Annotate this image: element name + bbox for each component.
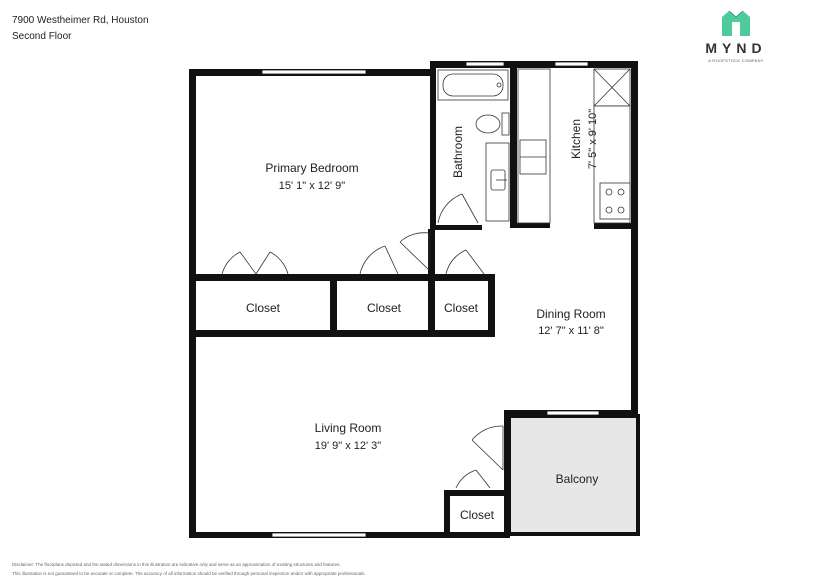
bathroom-fixtures [437, 69, 510, 222]
door-bedroom-closet-left [221, 251, 289, 275]
room-closet-2-name: Closet [367, 301, 402, 315]
room-primary-bedroom-name: Primary Bedroom [265, 161, 358, 175]
mynd-logo: MYND A ROOFSTOCK COMPANY [705, 10, 766, 63]
floor-label: Second Floor [12, 31, 72, 42]
room-closet-3-name: Closet [444, 301, 479, 315]
vanity-sink-icon [485, 142, 510, 222]
logo-brand: MYND [705, 40, 766, 56]
room-bathroom-name: Bathroom [451, 126, 465, 178]
door-bedroom-closet-middle [359, 245, 399, 275]
doors [221, 193, 504, 489]
refrigerator-icon [593, 68, 631, 107]
room-primary-bedroom-dims: 15' 1" x 12' 9" [279, 180, 346, 192]
windows [261, 61, 600, 538]
bathtub-icon [437, 69, 509, 101]
disclaimer-line-1: Disclaimer: The floorplans depicted and … [12, 562, 341, 567]
kitchen-sink-icon [519, 139, 547, 175]
property-address: 7900 Westheimer Rd, Houston [12, 15, 149, 26]
room-dining-room-dims: 12' 7" x 11' 8" [538, 325, 604, 337]
stove-icon [599, 182, 631, 220]
door-closet-right [445, 249, 485, 275]
room-living-room-name: Living Room [315, 421, 382, 435]
interior-walls [189, 68, 638, 538]
room-kitchen-name: Kitchen [569, 119, 583, 159]
door-closet-bottom [455, 469, 491, 489]
toilet-icon [475, 112, 510, 136]
room-balcony-name: Balcony [556, 472, 599, 486]
logo-tagline: A ROOFSTOCK COMPANY [708, 58, 764, 63]
door-bathroom [437, 193, 479, 224]
door-living-entry [471, 425, 504, 471]
house-logo-icon [722, 10, 750, 36]
room-living-room-dims: 19' 9" x 12' 3" [315, 440, 382, 452]
disclaimer-line-2: This illustration is not guaranteed to b… [12, 571, 366, 576]
room-closet-1-name: Closet [246, 301, 281, 315]
door-bedroom-entry [399, 232, 430, 271]
room-kitchen-dims: 7' 5" x 9' 10" [587, 109, 599, 169]
room-closet-4-name: Closet [460, 508, 495, 522]
kitchen-fixtures [517, 68, 631, 224]
room-dining-room-name: Dining Room [536, 307, 605, 321]
